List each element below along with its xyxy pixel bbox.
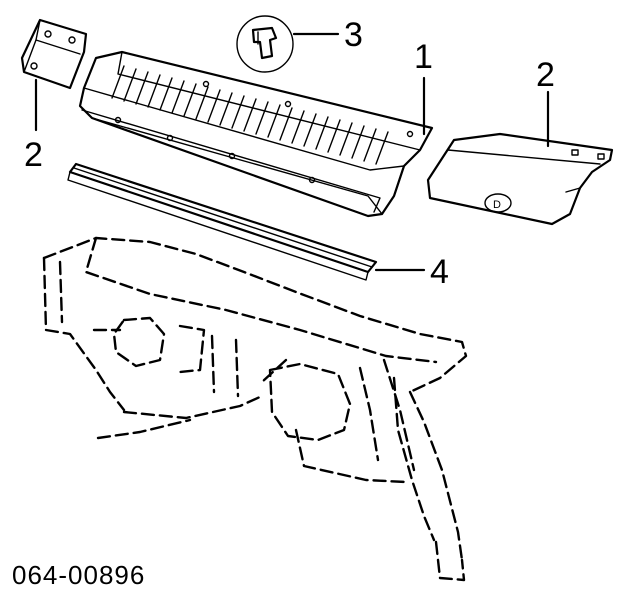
part-2-left-bracket — [20, 18, 88, 90]
callout-2-right: 2 — [536, 56, 555, 94]
dash-panel-phantom-outline — [42, 236, 468, 582]
part-2-right-cover: D — [426, 132, 614, 226]
callout-3: 3 — [344, 16, 363, 54]
callout-1: 1 — [414, 38, 433, 76]
panel-ribs — [111, 65, 389, 165]
callout-2-left: 2 — [24, 136, 43, 174]
callout-4: 4 — [430, 253, 449, 291]
part-1-cowl-panel — [78, 50, 434, 218]
part-3-clip — [236, 15, 294, 73]
part-4-seal-strip — [67, 162, 378, 281]
grommet-mark: D — [493, 199, 501, 211]
drawing-code: 064-00896 — [12, 560, 145, 590]
